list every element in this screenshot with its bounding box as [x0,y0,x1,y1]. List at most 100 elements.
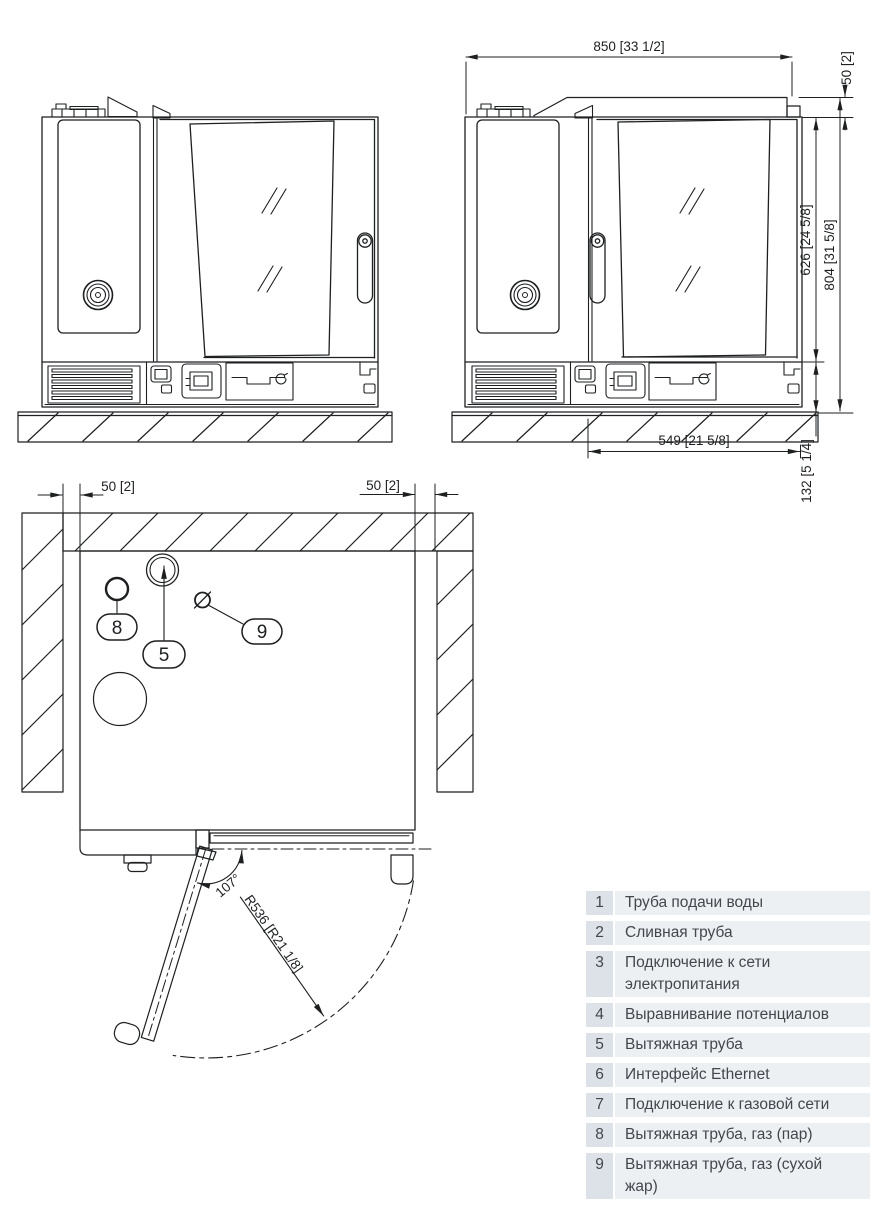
service-band [47,361,377,405]
dim-left-clearance: 50 [2] [101,479,135,494]
dim-door-angle: 107° [213,871,244,900]
dim-body-height: 626 [24 5/8] [798,204,813,275]
exhaust-gas-steam-opening [104,576,130,602]
dim-base-height: 132 [5 1/4] [799,439,814,503]
dim-door-radius: R536 [R21 1/8] [242,892,306,975]
wall-right [436,550,474,793]
door-glass [189,120,335,358]
hinge-cap [152,104,171,119]
vent-grille [471,365,565,404]
dim-right-clearance: 50 [2] [366,478,400,493]
front-view-left [17,96,393,443]
dim-lower-width: 549 [21 5/8] [658,433,729,448]
door-radius-leader [239,896,325,1017]
callout-5: 5 [159,645,170,666]
control-dial [82,279,114,311]
dim-total-height: 804 [31 5/8] [822,219,837,290]
door-swing-arc [172,880,414,1059]
legend-item-number: 6 [586,1063,613,1087]
legend-item-label: Сливная труба [615,921,870,945]
legend-item-label: Выравнивание потенциалов [615,1003,870,1027]
door-handle [356,232,374,304]
front-edge [79,829,414,885]
service-band [471,361,801,405]
right-bracket [783,361,801,394]
control-panel [476,119,560,334]
front-view-dimensioned: 850 [33 1/2] 50 [2] 626 [24 5/8] 804 [31… [451,39,854,503]
oven-door [589,118,798,359]
drawer-panel [648,362,717,401]
control-panel [57,119,141,334]
floor-hatch-right [451,411,819,443]
port-module [181,363,222,399]
callout-8: 8 [112,618,123,639]
legend-item-label: Интерфейс Ethernet [615,1063,870,1087]
door-open [113,845,213,1046]
legend-item-label: Вытяжная труба, газ (сухой жар) [615,1153,870,1199]
legend-item-number: 5 [586,1033,613,1057]
oven-door [159,118,376,359]
door-handle [589,232,606,304]
legend-item-label: Подключение к сети электропитания [615,951,870,997]
connector-block [150,365,173,394]
glass-reflections [257,187,287,293]
legend-item-number: 4 [586,1003,613,1027]
vent-grille [47,365,141,404]
right-foot [390,854,414,885]
dim-total-width: 850 [33 1/2] [593,39,664,54]
wall-back [62,512,474,552]
plan-view: 50 [2] 50 [2] [21,478,474,1059]
legend-item-label: Вытяжная труба [615,1033,870,1057]
callout-bubbles [96,613,283,669]
top-fittings [476,103,531,118]
legend-item-number: 7 [586,1093,613,1117]
callout-leaders [116,565,244,641]
callout-9: 9 [257,622,268,643]
rotate-arrow-icon [698,372,711,385]
legend-item-number: 2 [586,921,613,945]
legend-item-label: Вытяжная труба, газ (пар) [615,1123,870,1147]
legend-item-number: 3 [586,951,613,997]
floor-hatch-left [17,411,393,443]
legend-item-label: Труба подачи воды [615,891,870,915]
door-closed-outline [209,832,414,844]
exhaust-pipe-opening [145,553,180,587]
drawer-panel [225,362,294,401]
legend-item-number: 8 [586,1123,613,1147]
legend-item-label: Подключение к газовой сети [615,1093,870,1117]
door-glass [617,118,771,358]
door-foot [113,1021,141,1046]
dimension-lines [465,54,854,459]
door-hinge [195,829,210,849]
legend-item-number: 1 [586,891,613,915]
glass-reflections [675,187,705,293]
appliance-footprint [79,550,416,831]
appliance-body [464,116,803,408]
port-module [605,363,646,399]
dimension-labels: 850 [33 1/2] 50 [2] 626 [24 5/8] 804 [31… [593,39,854,503]
wall-left [21,512,64,793]
clearance-dimensions [37,483,459,559]
appliance-body [41,116,379,408]
service-opening [92,671,148,727]
rotate-arrow-icon [275,372,288,385]
hinge-cap [574,104,594,119]
legend-item-number: 9 [586,1153,613,1199]
control-dial [509,279,541,311]
dim-top-clearance: 50 [2] [839,51,854,85]
exhaust-gas-dry-opening [193,591,212,609]
hinge-bracket [196,847,217,861]
top-raised-panel [533,96,801,118]
panel-door-divider [152,117,158,362]
